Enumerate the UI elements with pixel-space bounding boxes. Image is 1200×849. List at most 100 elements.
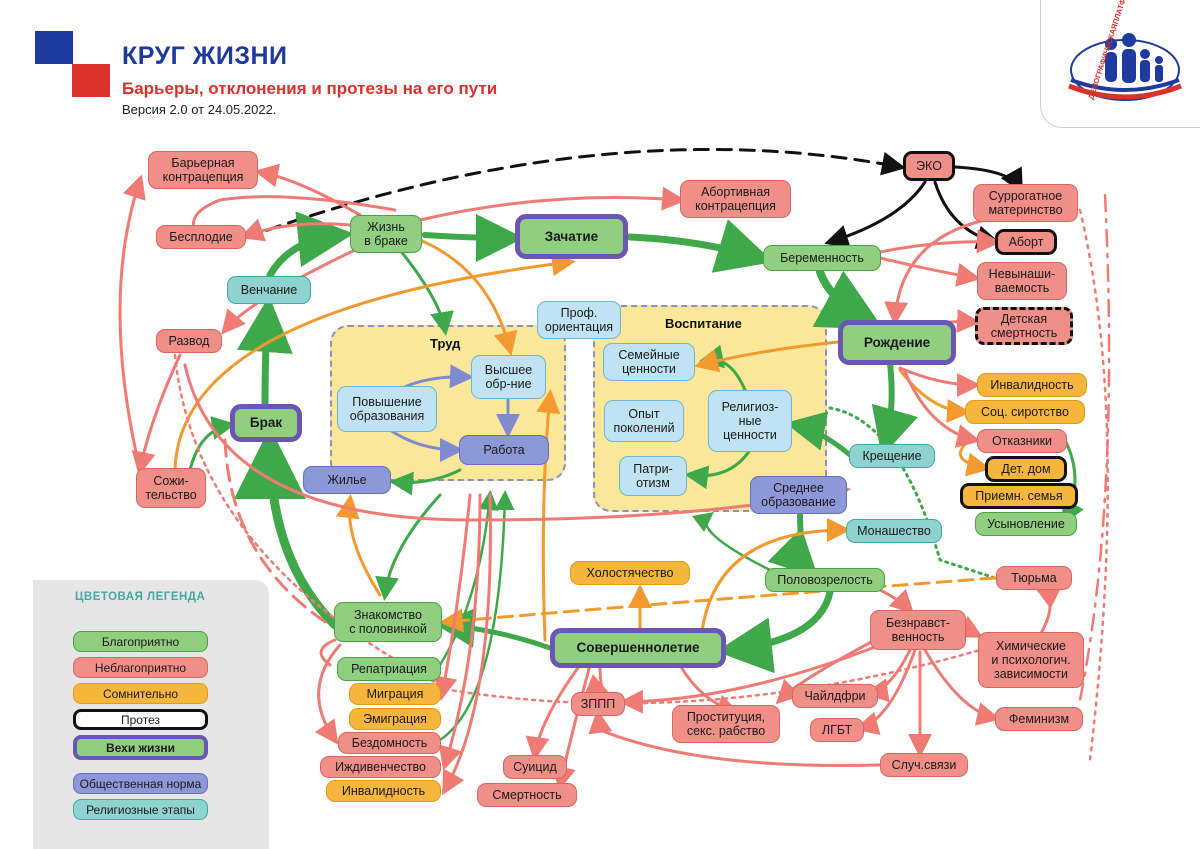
edge-rabota-migr	[433, 493, 472, 701]
platform-logo[interactable]: ДЕМОГРАФИЧЕСКАЯПЛАТФОРМА.РФ	[1040, 0, 1200, 128]
node-infertility[interactable]: Бесплодие	[156, 225, 246, 249]
edge-povyshenie-rabota	[388, 428, 464, 462]
node-disability-top[interactable]: Инвалидность	[977, 373, 1087, 397]
edge-rozhdenie-semeinye	[694, 340, 840, 373]
node-wedding[interactable]: Венчание	[227, 276, 311, 304]
node-childfree[interactable]: Чайлдфри	[792, 684, 878, 708]
node-feminism[interactable]: Феминизм	[995, 707, 1083, 731]
node-bachelorhood[interactable]: Холостячество	[570, 561, 690, 585]
node-meeting-partner[interactable]: Знакомство с половинкой	[334, 602, 442, 642]
edge-zhizn-barriernaya	[254, 163, 362, 217]
node-abortion[interactable]: Аборт	[995, 229, 1057, 255]
node-cohabitation[interactable]: Сожи- тельство	[136, 468, 206, 508]
edge-zhizn-abortivnaya	[418, 186, 686, 222]
node-married-life[interactable]: Жизнь в браке	[350, 215, 422, 253]
node-pregnancy[interactable]: Беременность	[763, 245, 881, 271]
node-mortality[interactable]: Смертность	[477, 783, 577, 807]
edge-religioznye-patriotizm	[684, 448, 752, 490]
edge-znakomstvo-brak	[234, 427, 340, 630]
node-marriage[interactable]: Брак	[230, 404, 302, 442]
edge-polovozrelost-sovershennoletie	[716, 588, 834, 674]
node-abortive-contraception[interactable]: Абортивная контрацепция	[680, 180, 791, 218]
edge-znakomstvo-bezdomnost	[314, 643, 342, 745]
node-work[interactable]: Работа	[459, 435, 549, 465]
node-dependency[interactable]: Иждивенчество	[320, 756, 441, 778]
node-barrier-contraception[interactable]: Барьерная контрацепция	[148, 151, 258, 189]
edge-sovershennoletie-vysshee	[536, 389, 561, 642]
node-lgbt[interactable]: ЛГБТ	[810, 718, 864, 742]
page-title: КРУГ ЖИЗНИ	[122, 42, 288, 70]
node-homelessness[interactable]: Бездомность	[338, 732, 441, 754]
edge-razvod-srednee	[183, 363, 851, 522]
edge-bezniravst-prost	[775, 638, 877, 705]
node-baptism[interactable]: Крещение	[849, 444, 935, 468]
zone-trud-label: Труд	[430, 336, 461, 351]
node-addictions[interactable]: Химические и психологич. зависимости	[978, 632, 1084, 688]
node-further-education[interactable]: Повышение образования	[337, 386, 437, 432]
node-migration[interactable]: Миграция	[349, 683, 441, 705]
node-casual-relations[interactable]: Случ.связи	[880, 753, 968, 777]
node-foster-family[interactable]: Приемн. семья	[960, 483, 1078, 509]
node-experience[interactable]: Опыт поколений	[604, 400, 684, 442]
edge-surrogat-loop	[1078, 208, 1110, 762]
node-orphanage[interactable]: Дет. дом	[985, 456, 1067, 482]
legend-milestones: Вехи жизни	[73, 735, 208, 760]
node-conception[interactable]: Зачатие	[515, 214, 628, 259]
edge-brak-venchanie	[236, 296, 293, 409]
page-subtitle: Барьеры, отклонения и протезы на его пут…	[122, 79, 498, 98]
edge-sozhitelstvo-zachatie	[173, 252, 576, 472]
edge-rozhdenie-soc	[898, 368, 971, 423]
node-religious-values[interactable]: Религиоз- ные ценности	[708, 390, 792, 452]
node-refuseniks[interactable]: Отказники	[977, 429, 1067, 453]
node-ivf[interactable]: ЭКО	[903, 151, 955, 181]
node-miscarriage[interactable]: Невынаши- ваемость	[977, 262, 1067, 300]
node-patriotism[interactable]: Патри- отизм	[619, 456, 687, 496]
edge-zhizn-vysshee	[418, 238, 518, 356]
node-secondary-education[interactable]: Среднее образование	[750, 476, 847, 514]
node-immorality[interactable]: Безнравст- венность	[870, 610, 966, 650]
node-adoption[interactable]: Усыновление	[975, 512, 1077, 536]
edge-beremennost-nevynash	[878, 256, 981, 287]
page-version: Версия 2.0 от 24.05.2022.	[122, 102, 277, 117]
edge-rozhdenie-otkazniki	[903, 370, 981, 448]
node-prostitution[interactable]: Проституция, секс. рабство	[672, 705, 780, 743]
edge-beremennost-rozhdenie	[812, 268, 885, 330]
node-disability-bottom[interactable]: Инвалидность	[326, 780, 441, 802]
node-career-guidance[interactable]: Проф. ориентация	[537, 301, 621, 339]
edge-bezniravst-lgbt	[854, 648, 917, 735]
node-monasticism[interactable]: Монашество	[846, 519, 942, 543]
legend-doubtful: Сомнительно	[73, 683, 208, 704]
node-sti[interactable]: ЗППП	[571, 692, 625, 716]
node-birth[interactable]: Рождение	[838, 320, 956, 365]
edge-himicheskie-tyurma	[1034, 587, 1062, 637]
edge-sluch-zppp	[588, 709, 882, 768]
edge-venchanie-zhizn	[266, 211, 354, 279]
edge-brak-znakomstvo-dash	[223, 438, 332, 627]
legend-unfavorable: Неблагоприятно	[73, 657, 208, 678]
node-puberty[interactable]: Половозрелость	[765, 568, 885, 592]
node-family-values[interactable]: Семейные ценности	[603, 343, 695, 381]
edge-razvod-sozhitelstvo	[131, 353, 182, 476]
node-child-mortality[interactable]: Детская смертность	[975, 307, 1073, 345]
edge-eko-beremennost	[824, 180, 927, 249]
edge-rozhdenie-kreshchenie	[871, 360, 918, 457]
node-emigration[interactable]: Эмиграция	[349, 708, 441, 730]
node-adulthood[interactable]: Совершеннолетие	[550, 628, 726, 668]
node-repatriation[interactable]: Репатриация	[337, 657, 441, 681]
edge-barrier-right	[1078, 193, 1111, 702]
edge-rozhdenie-invalid	[898, 366, 981, 397]
edge-zhizn-zachatie	[422, 213, 524, 262]
node-social-orphanhood[interactable]: Соц. сиротство	[965, 400, 1085, 424]
node-higher-education[interactable]: Высшее обр-ние	[471, 355, 546, 399]
node-housing[interactable]: Жилье	[303, 466, 391, 494]
edge-bezniravst-zppp	[619, 643, 882, 714]
edge-religioznye-semeinye	[699, 344, 747, 392]
family-logo-icon: ДЕМОГРАФИЧЕСКАЯПЛАТФОРМА.РФ	[1068, 0, 1182, 101]
node-suicide[interactable]: Суицид	[503, 755, 567, 779]
node-prison[interactable]: Тюрьма	[996, 566, 1072, 590]
node-divorce[interactable]: Развод	[156, 329, 222, 353]
edge-srednee-polovozrelost	[767, 507, 819, 579]
node-surrogacy[interactable]: Суррогатное материнство	[973, 184, 1078, 222]
legend-favorable: Благоприятно	[73, 631, 208, 652]
color-legend: ЦВЕТОВАЯ ЛЕГЕНДА Благоприятно Неблагопри…	[33, 580, 269, 849]
